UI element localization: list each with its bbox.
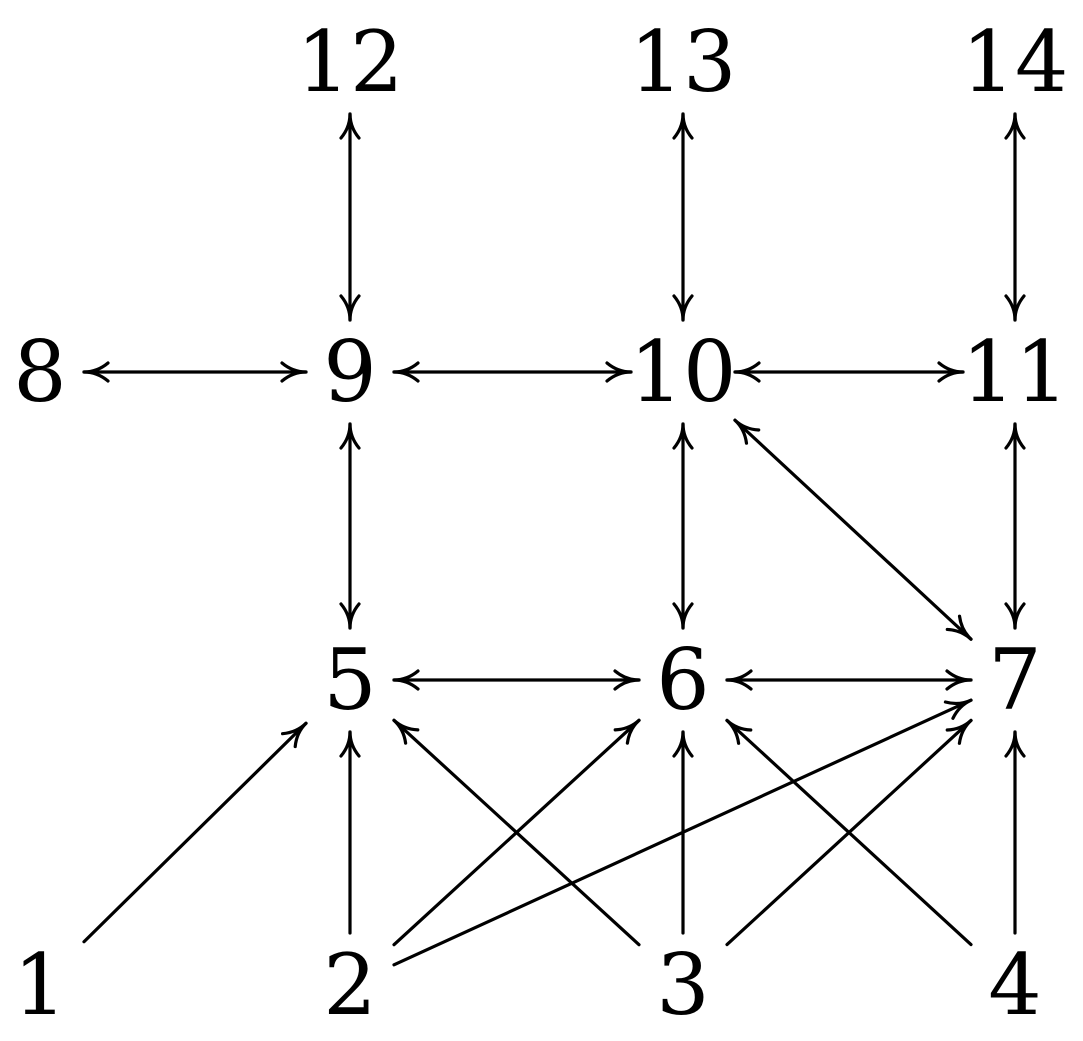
node-7: 7 <box>988 631 1041 729</box>
arrowhead-10-11-at-11 <box>937 361 965 383</box>
edge-line-3-5 <box>392 718 641 947</box>
arrowhead-5-9-at-5 <box>339 602 361 630</box>
edge-9-10 <box>392 361 633 383</box>
node-10: 10 <box>630 323 737 421</box>
arrowhead-3-6-at-6 <box>672 730 694 758</box>
node-14: 14 <box>962 13 1069 111</box>
edge-2-5 <box>339 730 361 935</box>
arrowhead-6-10-at-10 <box>672 422 694 450</box>
arrowhead-1-5-at-5 <box>280 721 308 749</box>
arrowhead-7-11-at-7 <box>1004 602 1026 630</box>
arrowhead-3-5-at-5 <box>392 718 420 745</box>
arrowhead-4-6-at-6 <box>725 718 753 745</box>
node-12: 12 <box>297 13 404 111</box>
edge-7-11 <box>1004 422 1026 630</box>
arrowhead-11-14-at-11 <box>1004 294 1026 322</box>
arrowhead-9-10-at-10 <box>605 361 633 383</box>
arrowhead-6-7-at-7 <box>945 669 973 691</box>
edge-line-4-6 <box>725 718 973 947</box>
arrowhead-10-7-at-7 <box>945 614 973 641</box>
arrowhead-10-13-at-13 <box>672 112 694 140</box>
arrowhead-5-6-at-6 <box>613 669 641 691</box>
node-11: 11 <box>962 323 1069 421</box>
edge-1-5 <box>82 721 308 944</box>
edge-6-10 <box>672 422 694 630</box>
edge-3-6 <box>672 730 694 935</box>
arrowhead-5-9-at-9 <box>339 422 361 450</box>
edge-6-7 <box>725 669 973 691</box>
arrowhead-4-7-at-7 <box>1004 730 1026 758</box>
node-6: 6 <box>656 631 709 729</box>
arrowhead-10-11-at-10 <box>733 361 761 383</box>
arrowhead-7-11-at-11 <box>1004 422 1026 450</box>
node-9: 9 <box>323 323 376 421</box>
node-8: 8 <box>13 323 66 421</box>
edge-11-14 <box>1004 112 1026 322</box>
node-5: 5 <box>323 631 376 729</box>
arrowhead-2-7-at-7 <box>943 698 973 720</box>
arrowhead-2-6-at-6 <box>613 718 641 745</box>
edge-5-9 <box>339 422 361 630</box>
arrowhead-6-10-at-6 <box>672 602 694 630</box>
arrowhead-9-12-at-9 <box>339 294 361 322</box>
arrowhead-8-9-at-8 <box>82 361 110 383</box>
arrowhead-5-6-at-5 <box>392 669 420 691</box>
edge-line-10-7 <box>733 418 973 641</box>
node-1: 1 <box>13 936 66 1034</box>
node-2: 2 <box>323 936 376 1034</box>
arrowhead-10-13-at-10 <box>672 294 694 322</box>
arrowhead-9-12-at-12 <box>339 112 361 140</box>
arrowhead-3-7-at-7 <box>945 718 973 745</box>
edge-5-6 <box>392 669 641 691</box>
edge-10-13 <box>672 112 694 322</box>
edge-3-5 <box>392 718 641 947</box>
edges-layer <box>82 112 1026 967</box>
edge-10-7 <box>733 418 973 641</box>
arrowhead-2-5-at-5 <box>339 730 361 758</box>
edge-10-11 <box>733 361 965 383</box>
edge-9-12 <box>339 112 361 322</box>
arrowhead-10-7-at-10 <box>733 418 761 445</box>
node-4: 4 <box>988 936 1041 1034</box>
arrowhead-9-10-at-9 <box>392 361 420 383</box>
node-3: 3 <box>656 936 709 1034</box>
arrowhead-6-7-at-6 <box>725 669 753 691</box>
arrowhead-8-9-at-9 <box>280 361 308 383</box>
arrowhead-11-14-at-14 <box>1004 112 1026 140</box>
edge-4-7 <box>1004 730 1026 935</box>
edge-8-9 <box>82 361 308 383</box>
node-13: 13 <box>630 13 737 111</box>
edge-4-6 <box>725 718 973 947</box>
edge-line-1-5 <box>82 721 308 944</box>
